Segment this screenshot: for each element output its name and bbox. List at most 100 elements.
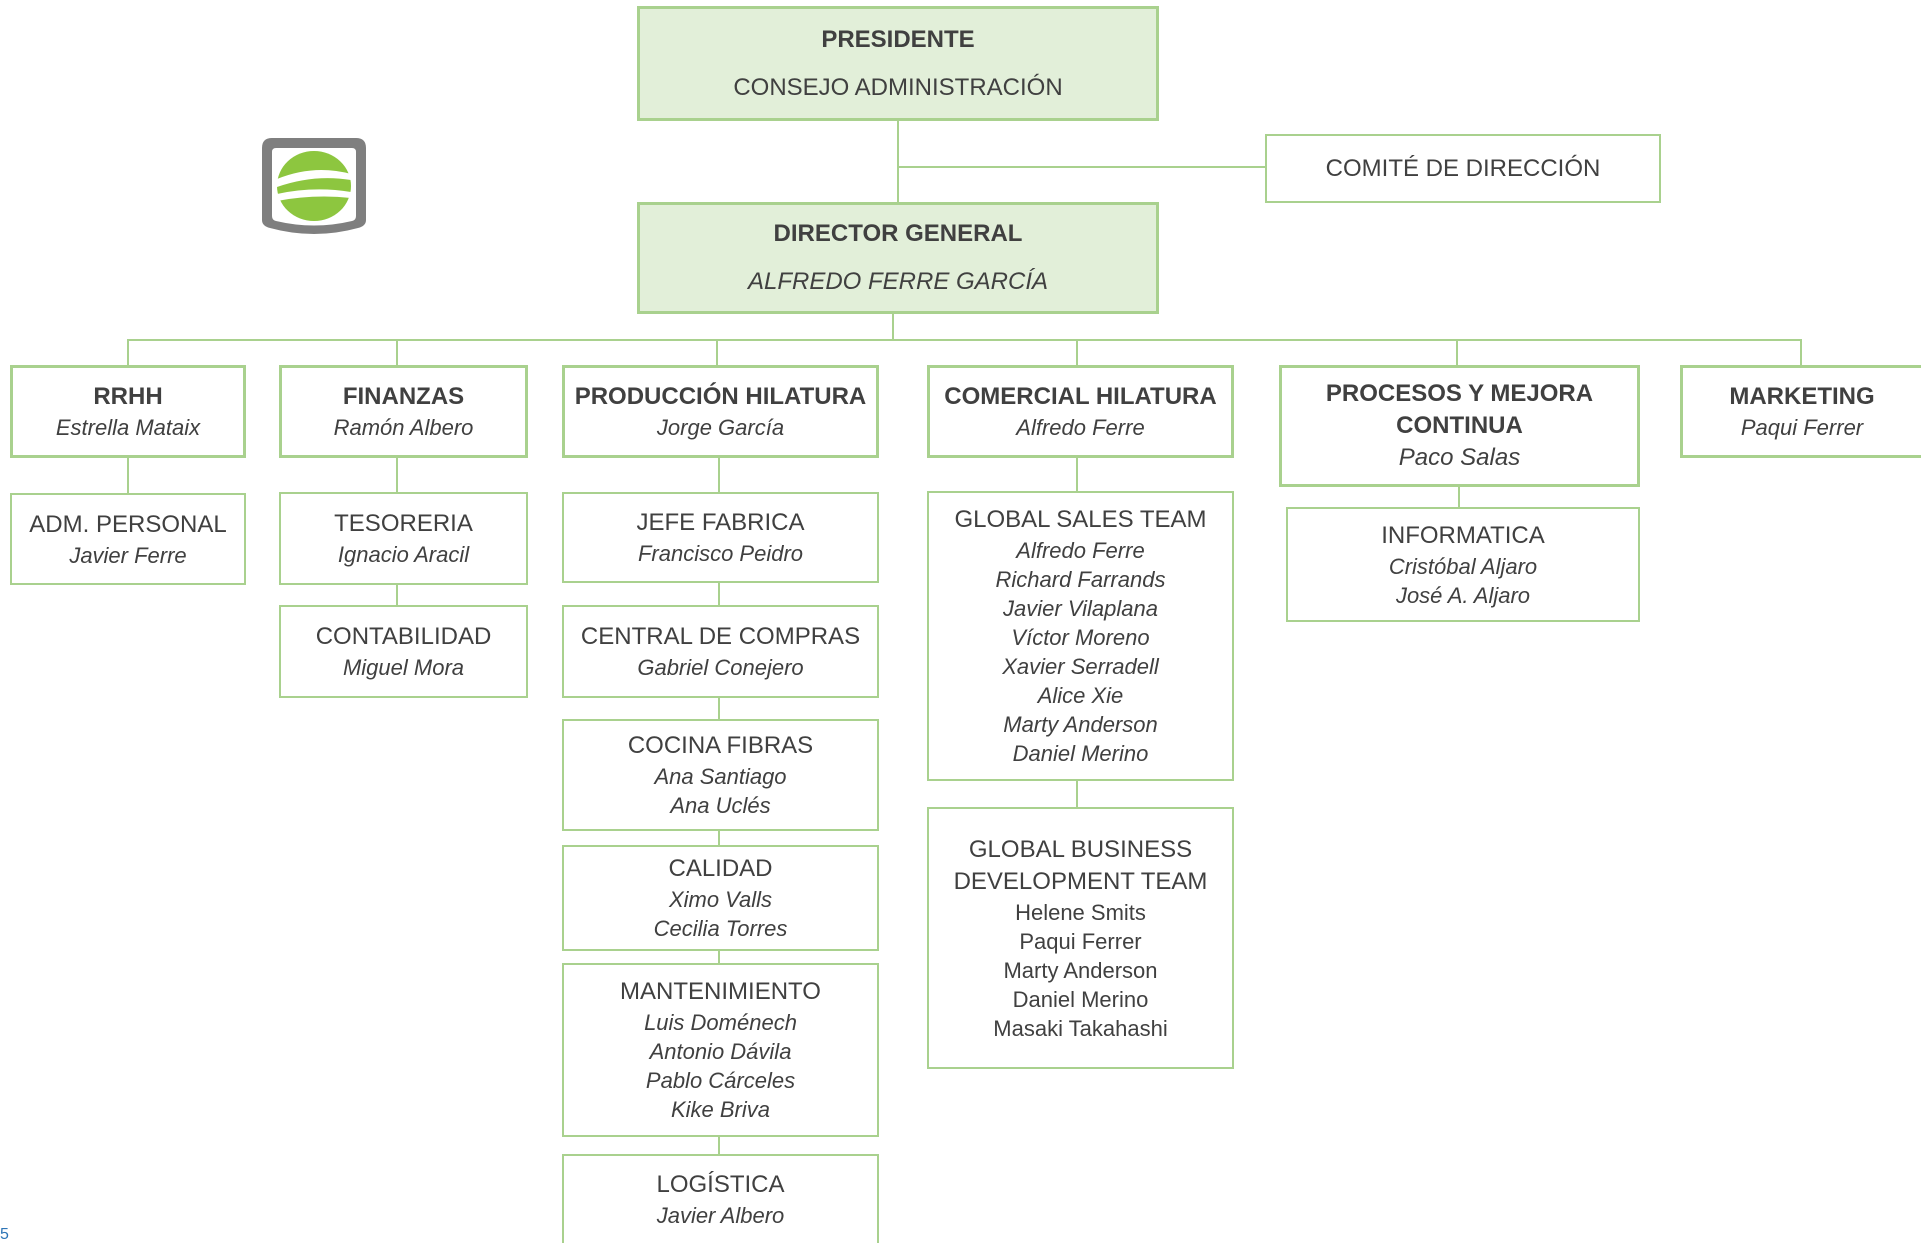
department-head: Alfredo Ferre [1016, 415, 1145, 440]
department-head: Paco Salas [1398, 444, 1521, 471]
presidente-title: PRESIDENTE [821, 25, 975, 53]
comite-box: COMITÉ DE DIRECCIÓN [1265, 134, 1661, 203]
unit-person: Xavier Serradell [1002, 654, 1159, 679]
department-box-procesos: PROCESOS Y MEJORA CONTINUA Paco Salas [1279, 365, 1640, 487]
unit-title: MANTENIMIENTO [620, 978, 821, 1005]
connector-line [1076, 457, 1078, 491]
unit-box-mantenimiento: MANTENIMIENTO Luis Doménech Antonio Dávi… [562, 963, 879, 1137]
department-box-finanzas: FINANZAS Ramón Albero [279, 365, 528, 458]
unit-title: INFORMATICA [1381, 521, 1545, 549]
unit-box-informatica: INFORMATICA Cristóbal Aljaro José A. Alj… [1286, 507, 1640, 622]
unit-person: Marty Anderson [1003, 957, 1158, 983]
unit-box-cocina-fibras: COCINA FIBRAS Ana Santiago Ana Uclés [562, 719, 879, 831]
presidente-box: PRESIDENTE CONSEJO ADMINISTRACIÓN [637, 6, 1159, 121]
unit-person: Francisco Peidro [637, 541, 804, 566]
unit-person: Javier Albero [656, 1203, 785, 1228]
unit-person: Kike Briva [670, 1097, 771, 1122]
connector-line [1458, 487, 1460, 508]
unit-person: Marty Anderson [1003, 712, 1158, 737]
connector-line [396, 339, 398, 365]
unit-box-logistica: LOGÍSTICA Javier Albero [562, 1154, 879, 1243]
connector-line [127, 457, 129, 493]
unit-title: GLOBAL SALES TEAM [954, 506, 1207, 533]
connector-line [716, 339, 718, 365]
department-title: RRHH [93, 383, 163, 410]
unit-person: Miguel Mora [342, 655, 465, 680]
connector-line [718, 830, 720, 846]
unit-person: Pablo Cárceles [645, 1068, 796, 1093]
unit-person: Javier Ferre [69, 542, 187, 568]
connector-line [718, 1136, 720, 1154]
unit-title: ADM. PERSONAL [29, 510, 227, 538]
unit-person: Helene Smits [1015, 899, 1146, 925]
unit-title: COCINA FIBRAS [627, 732, 814, 759]
department-title: FINANZAS [342, 383, 465, 410]
unit-person: Ana Uclés [670, 793, 771, 818]
department-title: PRODUCCIÓN HILATURA [574, 383, 867, 410]
comite-title: COMITÉ DE DIRECCIÓN [1325, 154, 1601, 182]
unit-box-adm-personal: ADM. PERSONAL Javier Ferre [10, 493, 246, 585]
connector-line [1076, 780, 1078, 808]
connector-line [127, 339, 1802, 341]
unit-person: Ana Santiago [654, 764, 787, 789]
unit-person: Antonio Dávila [649, 1039, 792, 1064]
connector-line [718, 697, 720, 719]
department-box-comercial: COMERCIAL HILATURA Alfredo Ferre [927, 365, 1234, 458]
unit-person: Alfredo Ferre [1016, 538, 1145, 563]
department-head: Jorge García [656, 415, 785, 440]
unit-person: Richard Farrands [995, 567, 1166, 592]
unit-box-central-compras: CENTRAL DE COMPRAS Gabriel Conejero [562, 605, 879, 698]
connector-line [1076, 339, 1078, 365]
connector-line [127, 339, 129, 365]
connector-line [396, 584, 398, 606]
page-number: 5 [0, 1226, 9, 1243]
unit-box-global-business-dev: GLOBAL BUSINESS DEVELOPMENT TEAM Helene … [927, 807, 1234, 1069]
connector-line [1800, 339, 1802, 365]
unit-title: JEFE FABRICA [636, 509, 805, 536]
unit-person: Daniel Merino [1012, 741, 1149, 766]
unit-title: LOGÍSTICA [656, 1171, 785, 1198]
connector-line [897, 120, 899, 202]
unit-person: Paqui Ferrer [1019, 928, 1142, 954]
director-title: DIRECTOR GENERAL [773, 220, 1023, 247]
unit-person: Javier Vilaplana [1003, 596, 1158, 621]
department-box-rrhh: RRHH Estrella Mataix [10, 365, 246, 458]
company-logo [262, 138, 366, 234]
unit-person: Gabriel Conejero [637, 655, 804, 680]
director-box: DIRECTOR GENERAL ALFREDO FERRE GARCÍA [637, 202, 1159, 314]
department-box-produccion: PRODUCCIÓN HILATURA Jorge García [562, 365, 879, 458]
department-box-marketing: MARKETING Paqui Ferrer [1680, 365, 1921, 458]
unit-person: Daniel Merino [1012, 986, 1149, 1012]
connector-line [396, 457, 398, 492]
department-head: Estrella Mataix [55, 415, 201, 440]
director-subtitle: ALFREDO FERRE GARCÍA [747, 268, 1049, 295]
department-head: Paqui Ferrer [1740, 415, 1864, 440]
unit-box-calidad: CALIDAD Ximo Valls Cecilia Torres [562, 845, 879, 951]
unit-person: Cecilia Torres [653, 916, 788, 941]
connector-line [718, 950, 720, 964]
connector-line [892, 314, 894, 340]
connector-line [718, 582, 720, 606]
unit-person: Masaki Takahashi [993, 1015, 1168, 1041]
department-title: MARKETING [1729, 383, 1875, 410]
unit-title: CENTRAL DE COMPRAS [580, 623, 861, 650]
unit-title: CALIDAD [668, 855, 773, 882]
unit-box-global-sales: GLOBAL SALES TEAM Alfredo Ferre Richard … [927, 491, 1234, 781]
unit-person: Luis Doménech [644, 1010, 797, 1035]
connector-line [1456, 339, 1458, 365]
unit-person: Víctor Moreno [1011, 625, 1150, 650]
presidente-subtitle: CONSEJO ADMINISTRACIÓN [733, 73, 1063, 101]
connector-line [718, 457, 720, 492]
unit-box-contabilidad: CONTABILIDAD Miguel Mora [279, 605, 528, 698]
unit-person: Alice Xie [1037, 683, 1124, 708]
unit-box-tesoreria: TESORERIA Ignacio Aracil [279, 492, 528, 585]
unit-title: CONTABILIDAD [315, 623, 492, 650]
unit-person: Cristóbal Aljaro [1388, 553, 1538, 579]
department-title: PROCESOS Y MEJORA CONTINUA [1325, 380, 1594, 439]
unit-box-jefe-fabrica: JEFE FABRICA Francisco Peidro [562, 492, 879, 583]
unit-person: Ximo Valls [668, 887, 773, 912]
department-title: COMERCIAL HILATURA [944, 383, 1217, 410]
unit-title: GLOBAL BUSINESS DEVELOPMENT TEAM [953, 835, 1208, 895]
unit-person: Ignacio Aracil [337, 542, 470, 567]
